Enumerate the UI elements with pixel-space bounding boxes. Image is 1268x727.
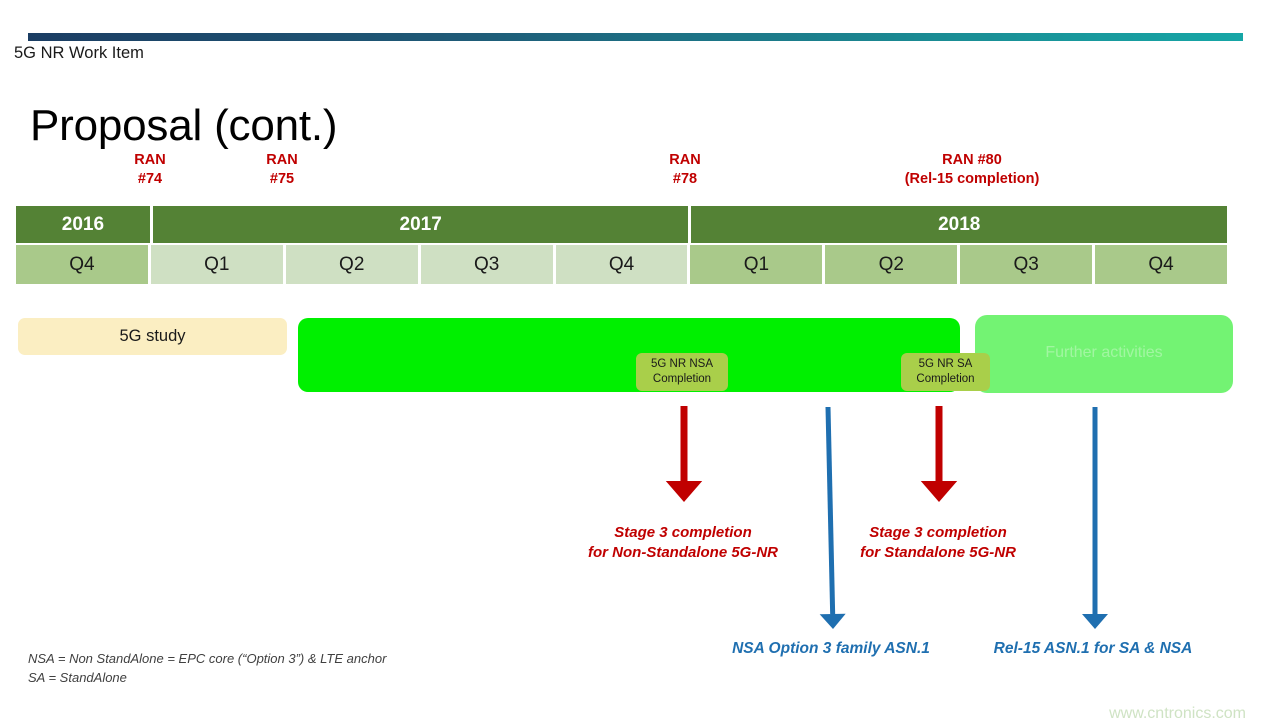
- blue-arrow-nsa-head: [819, 613, 846, 629]
- bar-5g-nr-work-item[interactable]: [298, 318, 960, 392]
- footnote-line-nsa: NSA = Non StandAlone = EPC core (“Option…: [28, 651, 387, 666]
- annotation-stage3-sa: Stage 3 completion for Standalone 5G-NR: [860, 523, 1016, 564]
- annotation-line1: Stage 3 completion: [614, 524, 752, 541]
- timeline-quarter-label: Q1: [743, 253, 770, 275]
- milestone-sa-completion[interactable]: 5G NR SA Completion: [901, 353, 990, 391]
- annotation-stage3-nsa: Stage 3 completion for Non-Standalone 5G-…: [588, 523, 778, 564]
- page-title: Proposal (cont.): [30, 101, 338, 151]
- timeline-year-2016: 2016: [16, 206, 153, 243]
- blue-arrow-nsa: [819, 406, 846, 629]
- timeline-year-label: 2018: [938, 213, 981, 235]
- timeline-year-label: 2016: [61, 213, 105, 235]
- timeline-quarter-2017-Q2: Q2: [285, 245, 421, 284]
- milestone-nsa-completion[interactable]: 5G NR NSA Completion: [636, 353, 728, 391]
- milestone-line1: 5G NR SA: [918, 358, 973, 371]
- timeline-year-label: 2017: [399, 213, 442, 235]
- milestone-line1: 5G NR NSA: [651, 358, 713, 371]
- annotation-line2: for Standalone 5G-NR: [860, 544, 1016, 562]
- timeline-quarter-2017-Q1: Q1: [150, 245, 286, 284]
- blue-arrow-rel15-head: [1082, 614, 1108, 629]
- legend-footnote: NSA = Non StandAlone = EPC core (“Option…: [28, 650, 386, 688]
- timeline-quarter-label: Q1: [204, 253, 230, 275]
- bar-5g-nr-work-item-label: 5G NR Work Item: [14, 44, 144, 62]
- timeline-quarter-label: Q3: [1013, 253, 1039, 275]
- timeline-quarter-2016-Q4: Q4: [16, 245, 151, 284]
- title-accent-rule: [28, 33, 1243, 41]
- ran-marker-line1: RAN #80: [942, 152, 1002, 168]
- ran-marker-line2: #74: [137, 171, 163, 188]
- ran-marker-line1: RAN: [266, 152, 298, 168]
- blue-arrow-rel15: [1082, 407, 1108, 629]
- timeline-quarter-2018-Q3: Q3: [960, 245, 1096, 284]
- timeline-quarter-2018-Q2: Q2: [825, 245, 961, 284]
- timeline-quarter-2017-Q3: Q3: [420, 245, 556, 284]
- timeline-quarter-2018-Q1: Q1: [690, 245, 826, 284]
- timeline-year-2018: 2018: [691, 206, 1228, 243]
- bar-further-activities[interactable]: [975, 315, 1233, 393]
- ran-marker-ran-78: RAN #78: [669, 151, 700, 189]
- ran-marker-line1: RAN: [669, 152, 701, 168]
- ran-marker-ran-80: RAN #80 (Rel-15 completion): [905, 151, 1040, 189]
- timeline-quarter-2018-Q4: Q4: [1095, 245, 1228, 284]
- milestone-line2: Completion: [916, 373, 975, 385]
- bar-5g-study[interactable]: 5G study: [18, 318, 287, 355]
- ran-marker-line2: #78: [672, 171, 698, 188]
- ran-marker-line1: RAN: [134, 152, 166, 168]
- timeline-quarter-label: Q2: [878, 253, 904, 275]
- ran-marker-line2: #75: [269, 171, 295, 188]
- timeline-quarter-label: Q2: [339, 253, 365, 275]
- annotation-line1: Stage 3 completion: [869, 524, 1007, 541]
- annotation-rel15-asn1: Rel-15 ASN.1 for SA & NSA: [993, 640, 1193, 657]
- bar-further-activities-label: Further activities: [1045, 344, 1163, 361]
- timeline-quarter-2017-Q4: Q4: [555, 245, 691, 284]
- timeline-quarter-label: Q3: [473, 253, 500, 275]
- bar-5g-study-label: 5G study: [119, 327, 186, 345]
- timeline-year-row: 2016 2017 2018: [16, 206, 1228, 243]
- timeline-grid: 2016 2017 2018 Q4 Q1 Q2 Q3 Q4 Q1 Q2 Q3 Q4: [16, 206, 1228, 284]
- timeline-quarter-label: Q4: [69, 253, 95, 275]
- watermark: www.cntronics.com: [1109, 705, 1246, 722]
- blue-arrow-nsa-shaft: [825, 406, 836, 615]
- red-arrow-nsa-head: [665, 481, 703, 502]
- red-arrow-sa: [920, 406, 958, 502]
- annotation-nsa-option3-asn1: NSA Option 3 family ASN.1: [732, 640, 930, 657]
- ran-marker-line2: (Rel-15 completion): [904, 171, 1040, 188]
- timeline-quarter-label: Q4: [608, 253, 635, 275]
- ran-marker-ran-74: RAN #74: [134, 151, 165, 189]
- timeline-quarter-row: Q4 Q1 Q2 Q3 Q4 Q1 Q2 Q3 Q4: [16, 245, 1228, 284]
- red-arrow-sa-head: [920, 481, 958, 502]
- annotation-line2: for Non-Standalone 5G-NR: [588, 544, 778, 562]
- red-arrow-nsa: [665, 406, 703, 502]
- footnote-line-sa: SA = StandAlone: [28, 669, 127, 685]
- ran-marker-ran-75: RAN #75: [266, 151, 297, 189]
- timeline-year-2017: 2017: [152, 206, 692, 243]
- milestone-line2: Completion: [652, 373, 712, 385]
- timeline-quarter-label: Q4: [1148, 253, 1174, 275]
